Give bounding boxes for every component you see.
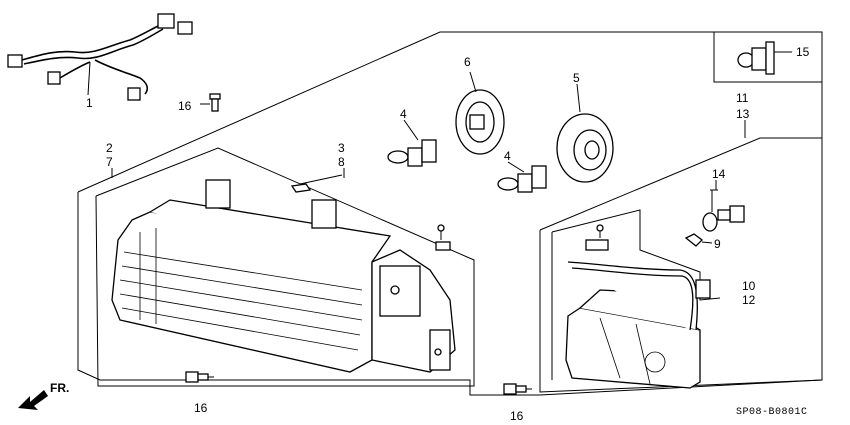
- bracket-icon: [585, 239, 711, 299]
- screw-icon: [435, 224, 451, 251]
- headlight-bulb-icon: [497, 161, 547, 193]
- dust-cover-icon: [556, 83, 614, 183]
- headlight-bulb-icon: [387, 119, 437, 167]
- callout-11: 11: [736, 91, 749, 105]
- headlight-housing-box: [95, 147, 475, 387]
- bolt-icon: [200, 93, 221, 112]
- callout-4-left: 4: [400, 107, 407, 121]
- side-marker-lens: [565, 261, 701, 389]
- callout-14: 14: [712, 167, 726, 181]
- bolt-icon: [185, 371, 214, 383]
- bolt-icon: [503, 383, 532, 395]
- leader-lines: [111, 120, 746, 191]
- callout-10: 10: [742, 279, 756, 293]
- side-marker-box: [539, 137, 823, 393]
- nut-icon: [684, 233, 713, 247]
- callout-8: 8: [338, 155, 345, 169]
- clip-icon: [290, 174, 343, 193]
- front-direction-arrow-icon: FR.: [18, 381, 69, 410]
- bulb-15-box: [713, 31, 823, 83]
- callout-13: 13: [736, 107, 750, 121]
- screw-icon: [596, 224, 604, 238]
- socket-cover-icon: [455, 71, 505, 155]
- callout-7: 7: [106, 155, 113, 169]
- callout-3: 3: [338, 141, 345, 155]
- callout-4-right: 4: [504, 149, 511, 163]
- callout-1: 1: [86, 96, 93, 110]
- headlight-assembly: [111, 179, 456, 373]
- callout-16-bottom-left: 16: [194, 401, 208, 415]
- callout-12: 12: [742, 293, 756, 307]
- marker-subassembly-box: [551, 209, 721, 380]
- callout-5: 5: [573, 71, 580, 85]
- wire-harness: [7, 13, 193, 101]
- direction-label: FR.: [50, 381, 69, 395]
- callout-numbers: 1 2 7 3 8 4 4 5 6 9 10 12 11 13 14 15 16…: [86, 45, 810, 423]
- callout-16-bottom-right: 16: [510, 409, 524, 423]
- callout-15: 15: [796, 45, 810, 59]
- assembly-outline: [77, 31, 823, 396]
- callout-6: 6: [464, 55, 471, 69]
- diagram-code: SP08-B0801C: [736, 407, 808, 418]
- callout-2: 2: [106, 141, 113, 155]
- callout-9: 9: [714, 237, 721, 251]
- marker-bulb-socket-icon: [702, 190, 745, 232]
- callout-16-top: 16: [178, 99, 192, 113]
